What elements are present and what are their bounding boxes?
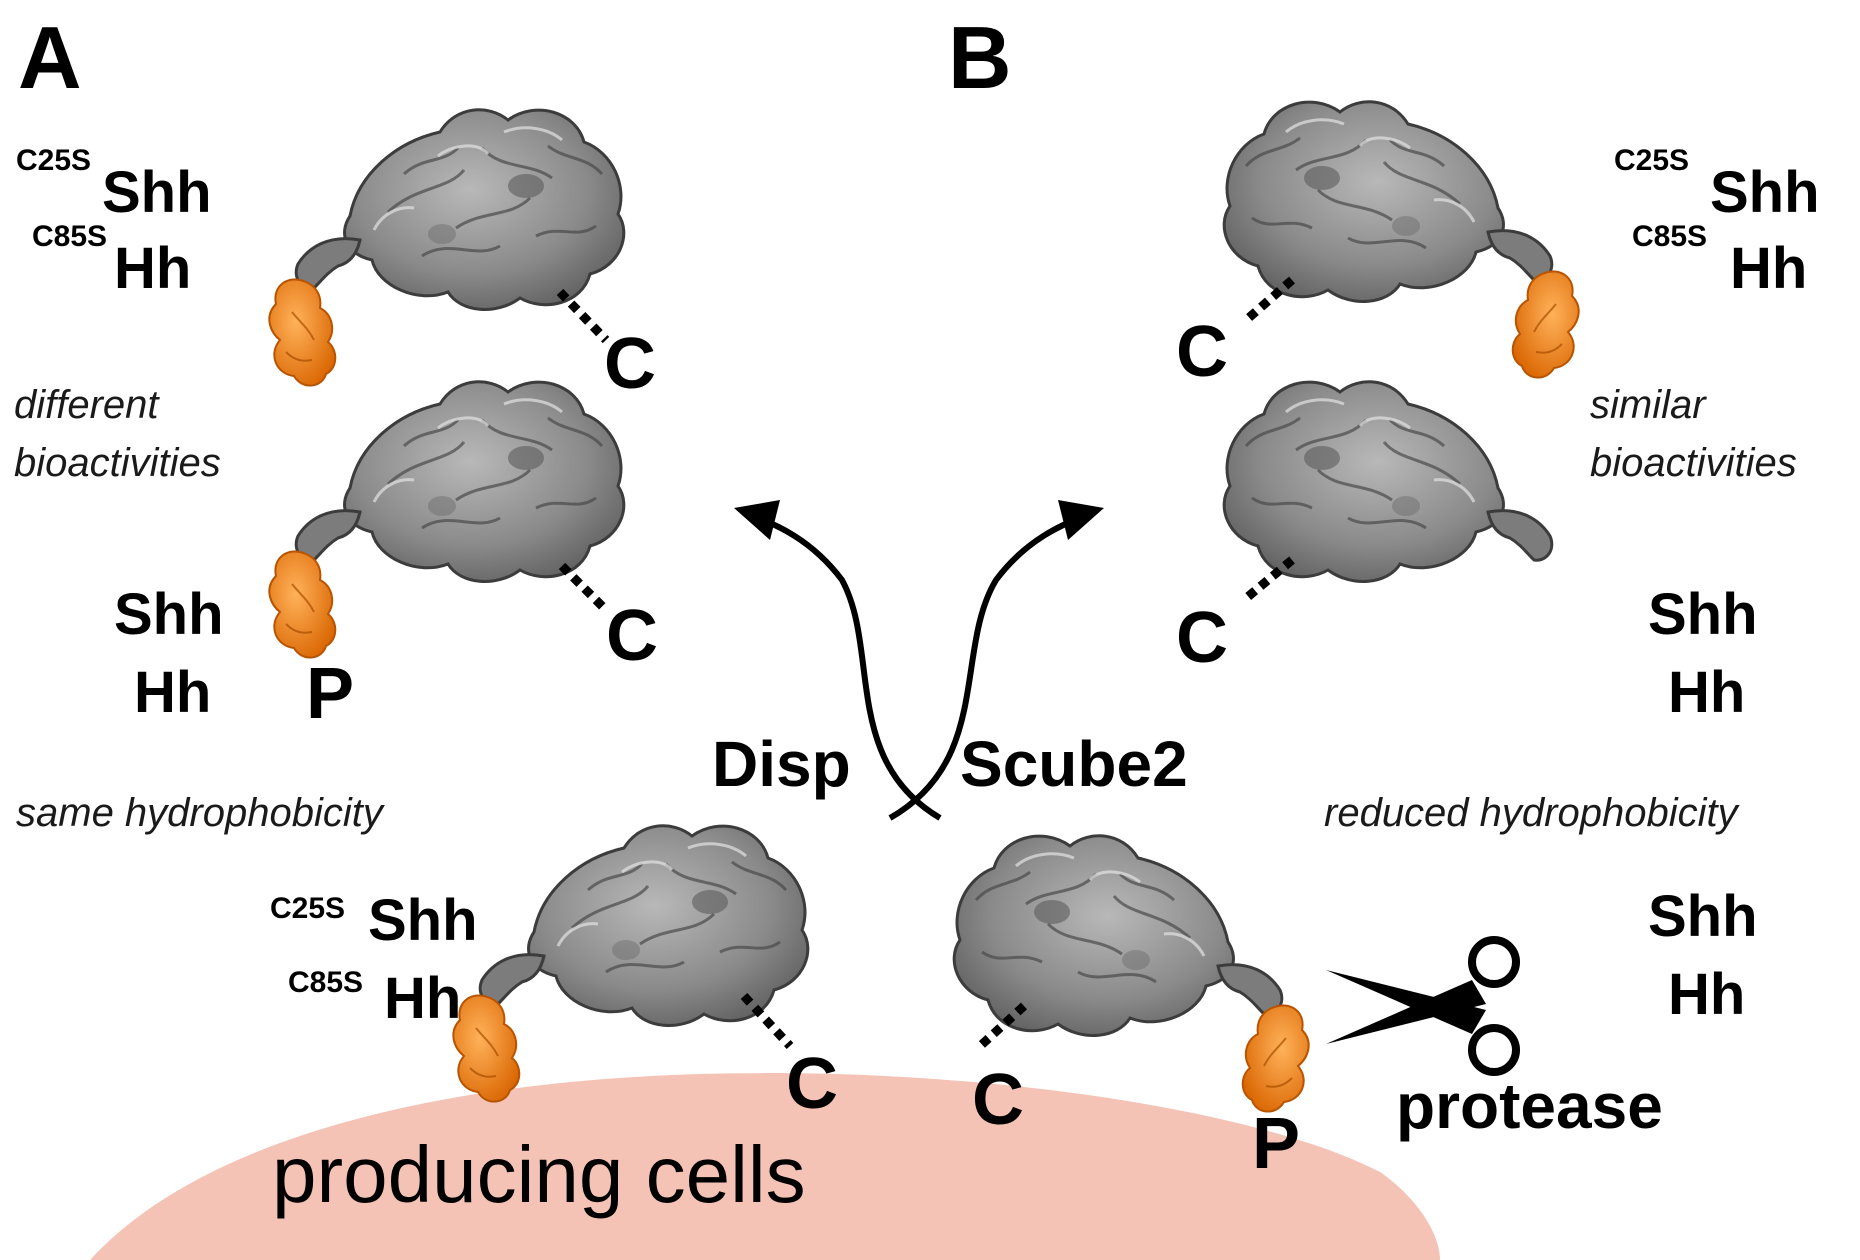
a-note-same-hydrophobicity: same hydrophobicity [16,791,386,835]
disp-label: Disp [712,728,851,800]
b-bottom-hh-label: Hh [1668,962,1745,1027]
b-top-c-tail [1241,276,1295,326]
a-bottom-c-tail [740,992,794,1050]
right-arrowhead [1058,500,1104,540]
release-arrows [734,500,1104,821]
b-mid-hh-protein [1224,382,1552,582]
b-top-hh-protein [1224,102,1578,378]
b-top-c-terminus: C [1176,312,1228,392]
b-note-bioactivities: bioactivities [1590,441,1797,485]
a-mid-c-tail [558,562,610,614]
a-bottom-hh-protein [453,826,807,1102]
a-top-hh-label: Hh [114,236,191,301]
b-note-reduced-hydrophobicity: reduced hydrophobicity [1324,791,1741,835]
a-top-c-terminus: C [604,324,656,404]
a-note-bioactivities: bioactivities [14,441,221,485]
a-bottom-c-terminus: C [786,1044,838,1124]
b-bottom-c-tail [974,1002,1028,1052]
left-arrowhead [734,500,780,540]
b-bottom-c-terminus: C [972,1060,1024,1140]
a-mid-c-terminus: C [606,596,658,676]
a-top-c85s-prefix: C85S [32,220,107,253]
b-note-similar: similar [1590,383,1707,427]
b-top-c25s-prefix: C25S [1614,144,1689,177]
b-top-hh-label: Hh [1730,236,1807,301]
a-bottom-c85s-prefix: C85S [288,966,363,999]
a-mid-p-terminus: P [306,654,354,734]
b-bottom-shh-label: Shh [1648,884,1758,949]
b-bottom-p-terminus: P [1252,1104,1300,1184]
b-mid-shh-label: Shh [1648,582,1758,647]
a-mid-shh-label: Shh [114,582,224,647]
panel-b-label: B [948,8,1012,107]
a-top-hh-protein [269,110,623,386]
a-mid-hh-label: Hh [134,660,211,725]
scissors-icon [1326,936,1520,1076]
a-top-c25s-prefix: C25S [16,144,91,177]
producing-cells-label: producing cells [272,1130,806,1219]
scube2-label: Scube2 [960,728,1188,800]
a-note-different: different [14,383,160,427]
a-bottom-hh-label: Hh [384,966,461,1031]
b-mid-c-terminus: C [1176,598,1228,678]
b-top-shh-label: Shh [1710,160,1820,225]
a-mid-hh-protein [269,382,623,658]
b-top-c85s-prefix: C85S [1632,220,1707,253]
a-top-c-tail [556,288,610,344]
a-top-shh-label: Shh [102,160,212,225]
producing-cell [90,1073,1440,1260]
a-bottom-c25s-prefix: C25S [270,892,345,925]
b-mid-hh-label: Hh [1668,660,1745,725]
a-bottom-shh-label: Shh [368,888,478,953]
b-mid-c-tail [1241,556,1295,604]
panel-a-label: A [18,8,82,107]
protease-label: protease [1396,1070,1663,1142]
